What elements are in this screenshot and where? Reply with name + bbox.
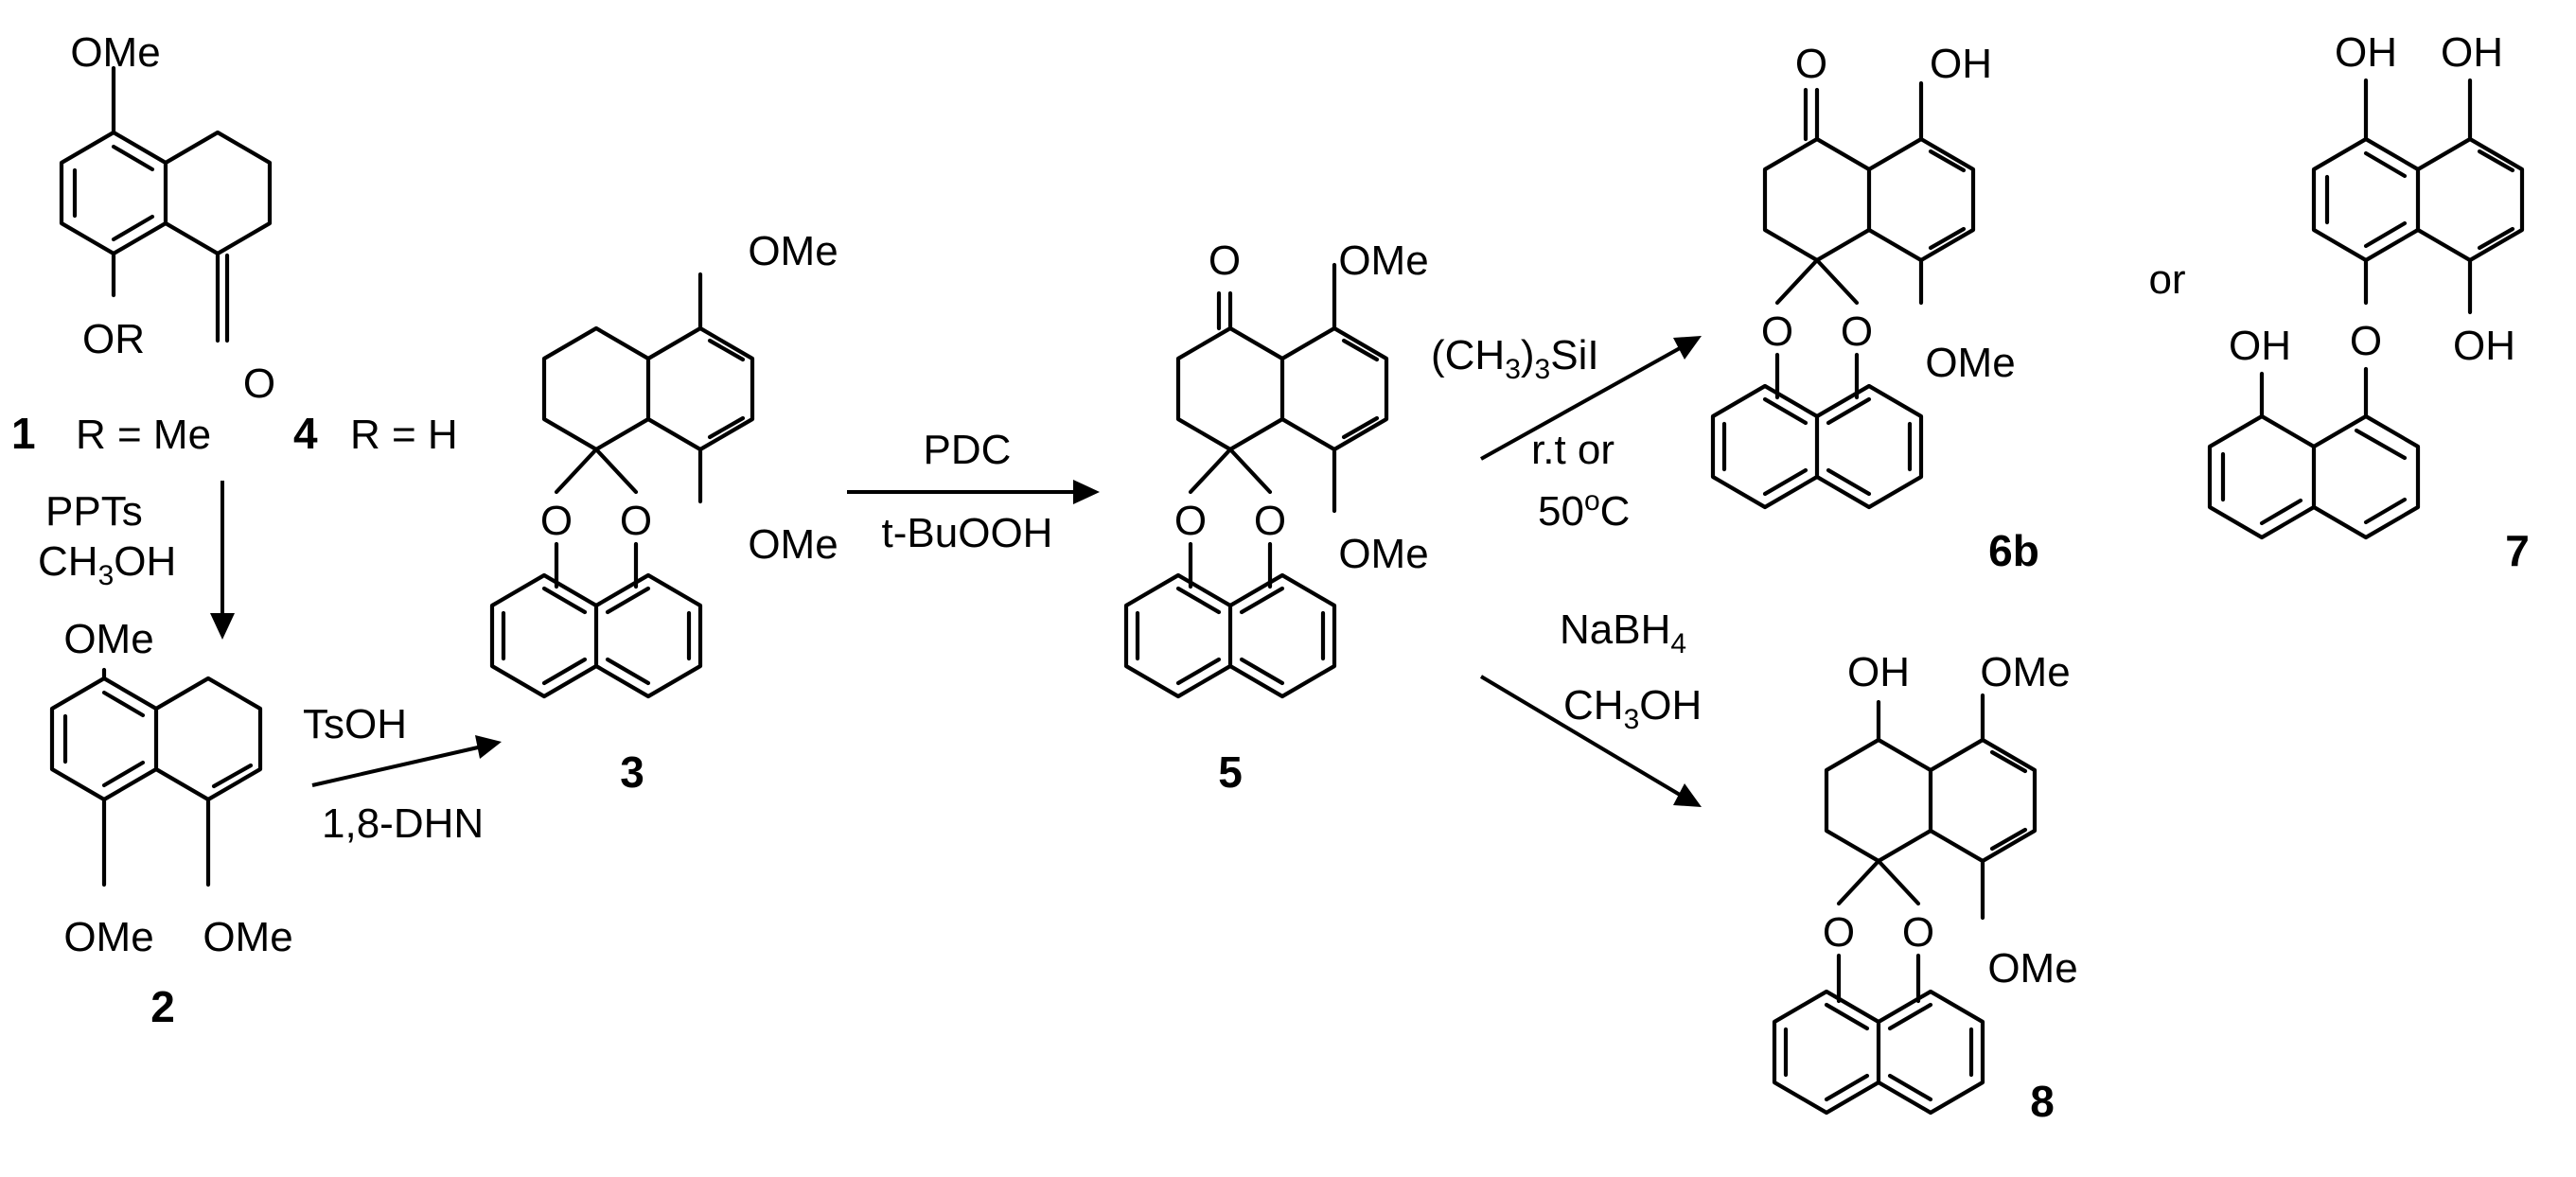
reagent-label: PDC [924,427,1012,473]
reagent-label: NaBH4 [1560,606,1686,659]
compound-number: 2 [150,982,175,1031]
or-conjunction: or [2148,256,2185,303]
substituent-label: O [1174,498,1207,544]
substituent-label: OMe [748,228,838,274]
substituent-label: O [1841,308,1873,355]
substituent-label: OH [1930,41,1992,87]
compound-8: OH OMe OMe O O 8 [1774,649,2078,1126]
reagent-label: CH3OH [38,538,176,591]
r-group-definition: R = Me [76,412,211,458]
substituent-label: O [1823,909,1855,956]
reagent-label: PPTs [45,488,143,535]
substituent-label: O [2350,318,2382,364]
reaction-arrow-1-to-2: PPTs CH3OH [38,481,235,640]
compound-3: OMe OMe O O 3 [492,228,838,797]
substituent-label: OMe [63,616,153,662]
substituent-label: OH [2229,323,2291,369]
substituent-label: O [1209,237,1241,284]
substituent-label: OMe [1338,531,1428,577]
compound-number: 1 [11,409,36,458]
compound-number: 4 [293,409,318,458]
compound-number: 5 [1218,747,1243,797]
substituent-label: OMe [748,521,838,568]
substituent-label: OH [2453,323,2515,369]
substituent-label: O [620,498,652,544]
compound-2: OMe OMe OMe 2 [49,616,293,1031]
reagent-label: CH3OH [1563,682,1702,735]
substituent-label: OMe [1925,340,2015,386]
substituent-label: OR [82,316,145,362]
compound-number: 7 [2505,526,2530,575]
compound-5: O OMe OMe O O 5 [1126,237,1429,797]
substituent-label: O [540,498,573,544]
reagent-label: (CH3)3SiI [1431,332,1599,385]
reaction-arrow-5-to-8: NaBH4 CH3OH [1479,606,1702,807]
substituent-label: OH [2335,29,2397,76]
substituent-label: OMe [70,29,160,76]
compound-7: OH OH OH OH O 7 [2207,29,2530,575]
reagent-label: t-BuOOH [882,510,1053,556]
substituent-label: O [1902,909,1934,956]
r-group-definition: R = H [350,412,458,458]
substituent-label: O [1761,308,1793,355]
reagent-label: TsOH [303,701,407,747]
compound-number: 3 [620,747,644,797]
substituent-label: OMe [1338,237,1428,284]
substituent-label: OMe [1980,649,2070,695]
compound-number: 6b [1988,526,2039,575]
substituent-label: OMe [203,914,292,960]
reagent-label: 1,8-DHN [322,800,484,847]
compound-1-4: OMe O OR 1 R = Me 4 R = H [11,29,458,458]
reaction-arrow-5-to-6b: (CH3)3SiI r.t or 50oC [1431,332,1702,535]
compound-6b: O OH OMe O O 6b [1713,41,2039,575]
substituent-label: O [243,360,275,407]
substituent-label: OMe [1987,945,2077,992]
substituent-label: OH [2441,29,2503,76]
reagent-label: 50oC [1538,485,1630,535]
substituent-label: O [1795,41,1827,87]
substituent-label: OMe [63,914,153,960]
substituent-label: OH [1847,649,1910,695]
substituent-label: O [1254,498,1286,544]
reaction-arrow-2-to-3: TsOH 1,8-DHN [303,701,502,847]
compound-number: 8 [2030,1077,2055,1126]
reagent-label: r.t or [1531,427,1614,473]
reaction-arrow-3-to-5: PDC t-BuOOH [847,427,1100,556]
